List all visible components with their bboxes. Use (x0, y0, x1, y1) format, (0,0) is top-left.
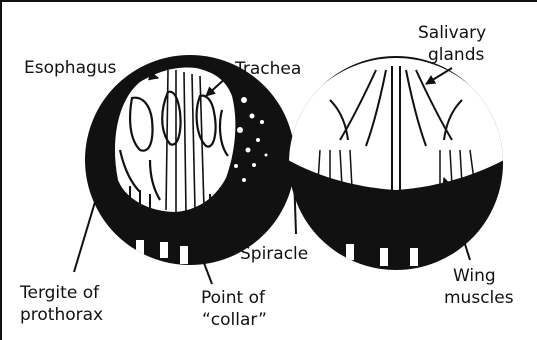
label-tergite-line1: Tergite of (19, 283, 100, 303)
label-tergite-line2: prothorax (20, 305, 103, 325)
label-salivary-line1: Salivary (418, 23, 486, 43)
right-thorax-section (288, 56, 504, 270)
label-collar-line1: Point of (201, 288, 266, 308)
label-collar-line2: “collar” (202, 310, 267, 330)
label-spiracle: Spiracle (240, 244, 308, 264)
label-trachea: Trachea (234, 59, 301, 79)
label-salivary-line2: glands (428, 45, 484, 65)
label-wing-line1: Wing (453, 266, 496, 286)
left-thorax-section (85, 55, 295, 265)
label-wing-line2: muscles (444, 288, 514, 308)
label-esophagus: Esophagus (24, 58, 117, 78)
